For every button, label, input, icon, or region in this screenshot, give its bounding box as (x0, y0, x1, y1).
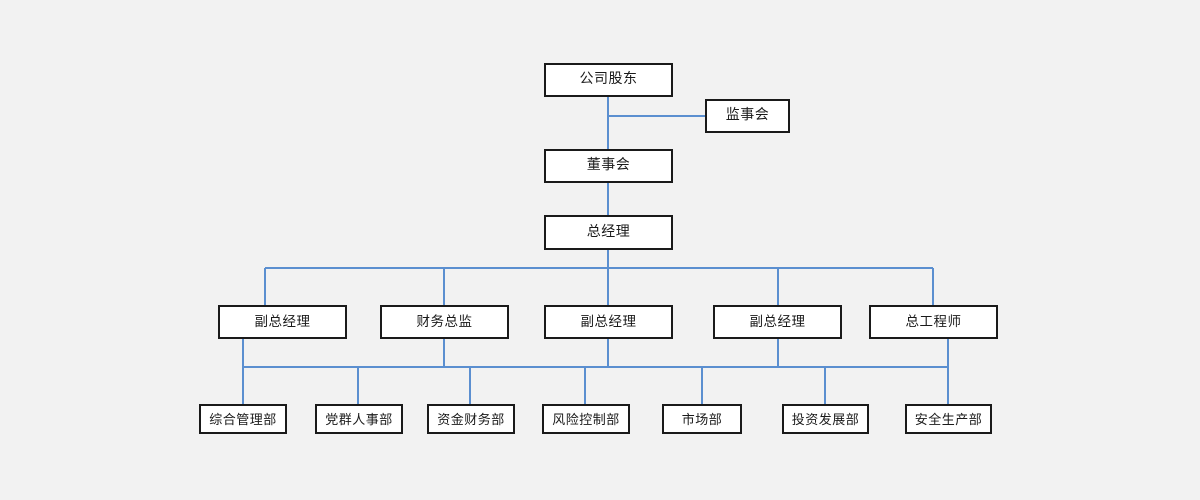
node-department-general-admin[interactable]: 综合管理部 (199, 404, 287, 434)
node-executive-label: 总工程师 (905, 314, 962, 330)
node-board-of-directors-label: 董事会 (586, 158, 631, 173)
node-department-party-hr[interactable]: 党群人事部 (315, 404, 403, 434)
node-shareholders-label: 公司股东 (579, 72, 638, 87)
node-department-safety-production[interactable]: 安全生产部 (905, 404, 992, 434)
node-department-marketing[interactable]: 市场部 (662, 404, 742, 434)
node-department-label: 风险控制部 (552, 411, 620, 427)
node-department-funds-finance[interactable]: 资金财务部 (427, 404, 515, 434)
node-shareholders[interactable]: 公司股东 (544, 63, 673, 97)
node-executive-label: 财务总监 (416, 314, 473, 330)
node-general-manager[interactable]: 总经理 (544, 215, 673, 250)
node-executive-finance-director[interactable]: 财务总监 (380, 305, 509, 339)
node-executive-deputy-gm-1[interactable]: 副总经理 (218, 305, 347, 339)
node-supervisory-board[interactable]: 监事会 (705, 99, 790, 133)
node-department-label: 安全生产部 (914, 411, 983, 427)
node-executive-label: 副总经理 (749, 314, 806, 330)
node-department-label: 综合管理部 (209, 411, 277, 427)
node-supervisory-board-label: 监事会 (725, 108, 770, 123)
node-general-manager-label: 总经理 (586, 224, 631, 240)
node-executive-chief-engineer[interactable]: 总工程师 (869, 305, 998, 339)
node-board-of-directors[interactable]: 董事会 (544, 149, 673, 183)
node-executive-label: 副总经理 (580, 314, 637, 330)
node-executive-deputy-gm-2[interactable]: 副总经理 (544, 305, 673, 339)
node-department-risk-control[interactable]: 风险控制部 (542, 404, 630, 434)
node-executive-deputy-gm-3[interactable]: 副总经理 (713, 305, 842, 339)
node-department-label: 党群人事部 (325, 411, 393, 427)
node-department-label: 市场部 (681, 411, 723, 427)
node-department-investment-development[interactable]: 投资发展部 (782, 404, 869, 434)
node-department-label: 资金财务部 (437, 411, 505, 427)
node-department-label: 投资发展部 (791, 411, 860, 427)
node-executive-label: 副总经理 (254, 314, 311, 330)
